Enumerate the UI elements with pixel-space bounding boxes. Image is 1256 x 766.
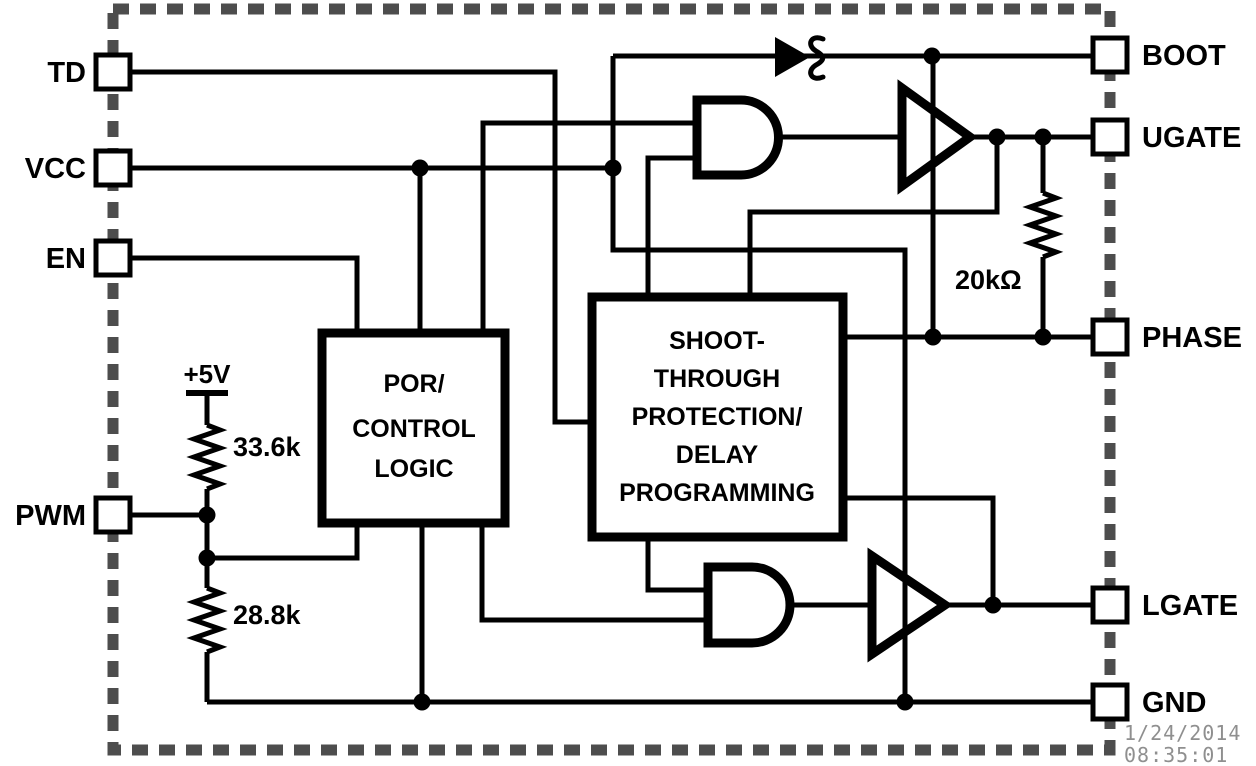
por-block-line3: LOGIC xyxy=(374,455,453,483)
por-control-logic-block xyxy=(317,328,510,528)
por-block-line1: POR/ xyxy=(383,370,444,398)
diode-cathode-squiggle xyxy=(808,35,826,81)
ugate-pin-label: UGATE xyxy=(1142,122,1241,154)
junction-dot xyxy=(413,693,431,711)
timestamp-date: 1/24/2014 xyxy=(1124,721,1241,745)
junction-dot xyxy=(604,159,622,177)
en-wire xyxy=(130,255,360,333)
supply-rails xyxy=(610,56,936,702)
chip-boundary xyxy=(107,3,1116,756)
pwm-to-por-wire xyxy=(207,523,360,561)
divider-top-resistor-label: 33.6k xyxy=(233,432,302,462)
supply-voltage-label: +5V xyxy=(184,359,232,389)
pwm-pin-label: PWM xyxy=(15,500,86,532)
ugate-driver-buffer xyxy=(897,79,978,195)
shoot-block-line2: THROUGH xyxy=(654,365,780,393)
vcc-pin xyxy=(93,148,133,188)
junction-dot xyxy=(988,128,1006,146)
td-pin xyxy=(93,52,133,92)
resistors xyxy=(186,190,1064,655)
ugate-pin xyxy=(1090,117,1130,157)
junction-dot xyxy=(896,693,914,711)
lgate-driver-buffer xyxy=(867,547,954,663)
junction-dot xyxy=(924,328,942,346)
por-block-line2: CONTROL xyxy=(352,415,476,443)
divider-bottom-resistor xyxy=(186,585,228,655)
ugate-feedback-wire xyxy=(747,137,1000,297)
shoot-to-lower-and-wire xyxy=(645,537,708,593)
lgate-pin xyxy=(1090,585,1130,625)
divider-bottom-resistor-label: 28.8k xyxy=(233,600,302,630)
junction-dots xyxy=(198,47,1052,711)
shoot-to-lgate-wire xyxy=(843,495,996,605)
shoot-to-upper-and-wire xyxy=(645,155,697,297)
en-pin xyxy=(93,238,133,278)
junction-dot xyxy=(923,47,941,65)
gnd-pin xyxy=(1090,682,1130,722)
junction-dot xyxy=(1034,328,1052,346)
shoot-block-line3: PROTECTION/ xyxy=(632,403,803,431)
td-pin-label: TD xyxy=(47,57,86,89)
lower-and-gate xyxy=(703,562,795,648)
ugate-phase-resistor-label: 20kΩ xyxy=(955,265,1022,295)
shoot-block-line4: DELAY xyxy=(676,441,759,469)
por-to-lower-and-wire xyxy=(479,523,708,623)
td-wire xyxy=(130,69,592,425)
boot-diode xyxy=(775,37,810,77)
timestamp-time: 08:35:01 xyxy=(1124,743,1228,766)
junction-dot xyxy=(198,506,216,524)
en-pin-label: EN xyxy=(46,243,86,275)
gnd-pin-label: GND xyxy=(1142,687,1206,719)
vcc-pin-label: VCC xyxy=(25,153,86,185)
phase-pin xyxy=(1090,317,1130,357)
lgate-pin-label: LGATE xyxy=(1142,590,1238,622)
por-to-upper-and-wire xyxy=(480,120,697,333)
pin-squares xyxy=(93,35,1130,722)
pwm-pin xyxy=(93,495,133,535)
shoot-block-line5: PROGRAMMING xyxy=(619,479,815,507)
shoot-through-block xyxy=(587,292,848,542)
ugate-phase-resistor xyxy=(1022,190,1064,260)
junction-dot xyxy=(984,596,1002,614)
junction-dot xyxy=(198,549,216,567)
shoot-block-line1: SHOOT- xyxy=(669,327,765,355)
boot-pin xyxy=(1090,35,1130,75)
junction-dot xyxy=(411,159,429,177)
boot-pin-label: BOOT xyxy=(1142,40,1226,72)
vcc-to-gnd-rail xyxy=(610,56,908,702)
junction-dot xyxy=(1034,128,1052,146)
upper-and-gate xyxy=(692,95,783,180)
divider-top-resistor xyxy=(186,422,228,492)
phase-pin-label: PHASE xyxy=(1142,322,1242,354)
